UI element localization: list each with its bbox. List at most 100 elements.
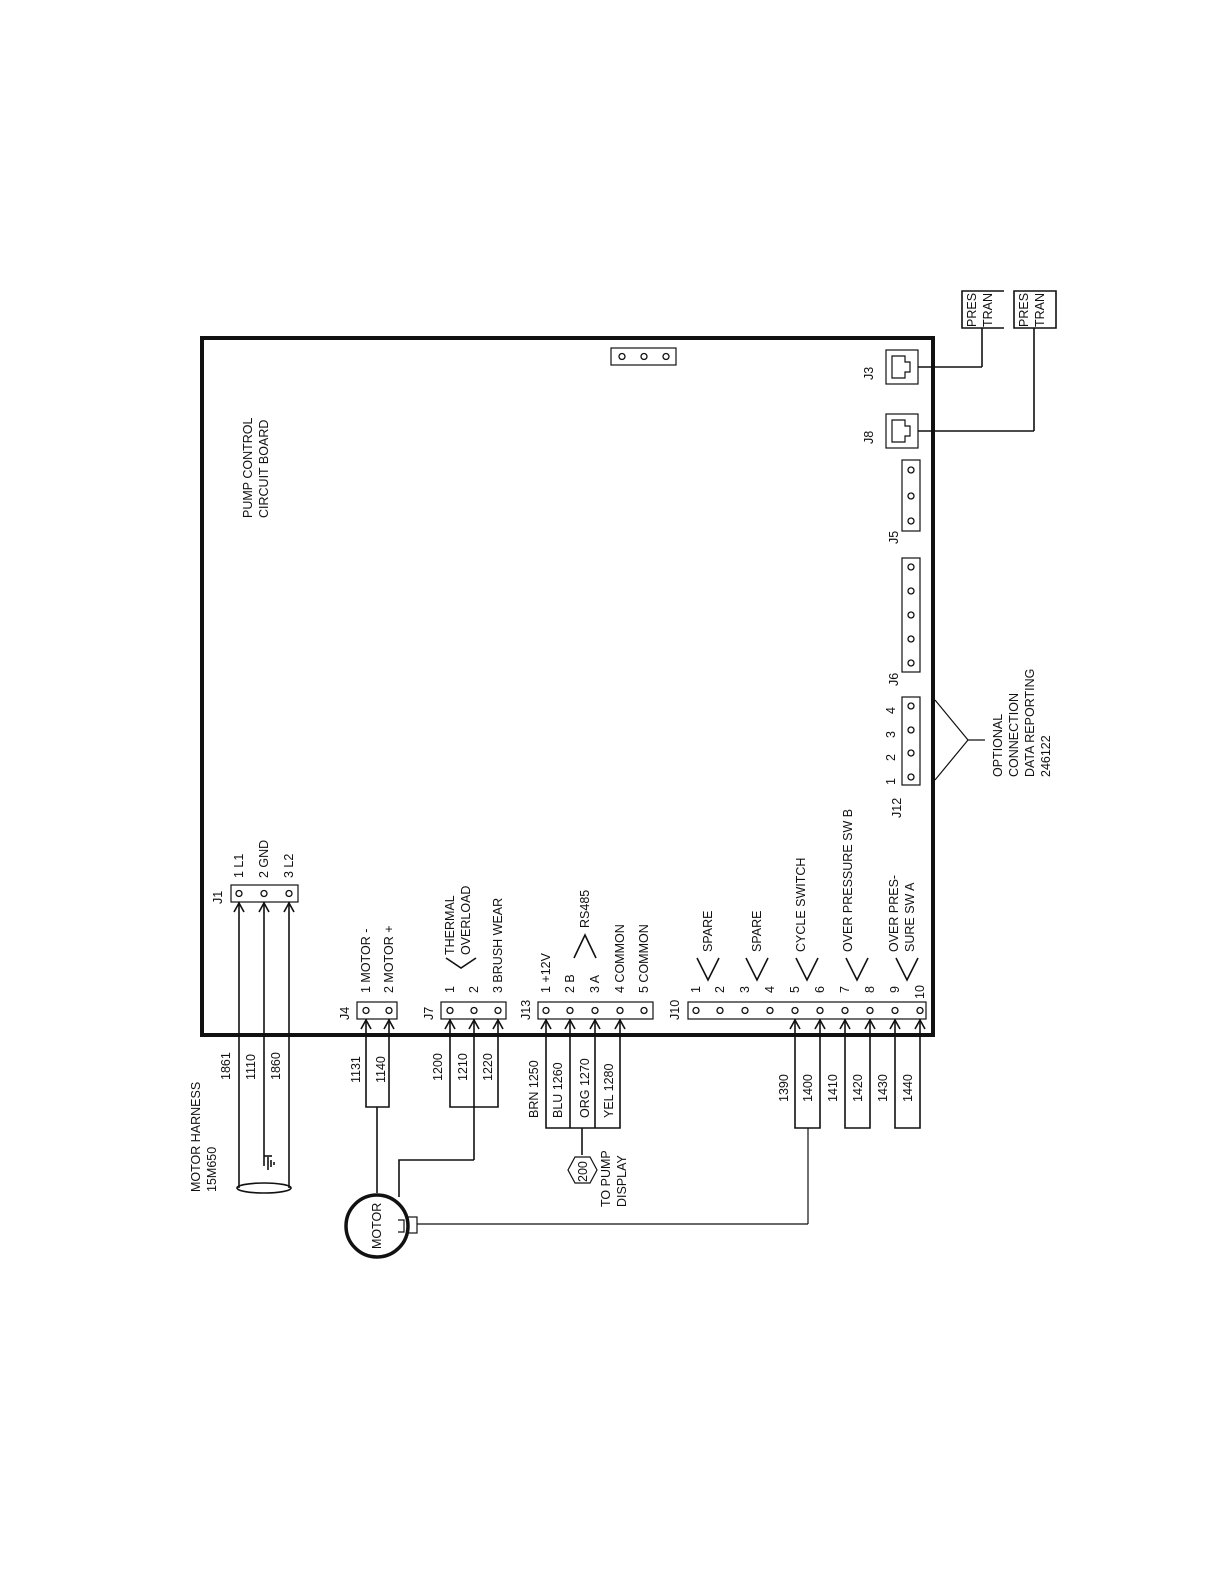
svg-text:1140: 1140: [374, 1056, 388, 1083]
j4-pin-2: 2 MOTOR +: [382, 926, 396, 994]
board-title: PUMP CONTROL CIRCUIT BOARD: [241, 417, 271, 518]
j10-pin-5: 5: [788, 986, 802, 993]
j10-pin-9: 9: [888, 986, 902, 993]
svg-text:1410: 1410: [826, 1074, 840, 1102]
connector-j10: J10 1 2 3 4 5 6 7 8 9 10 SPARE SPARE CYC…: [668, 809, 927, 1020]
svg-text:DISPLAY: DISPLAY: [615, 1154, 629, 1207]
connector-j12: J12 1 2 3 4: [884, 696, 921, 818]
svg-text:1400: 1400: [801, 1074, 815, 1102]
optional-connection-callout: OPTIONAL CONNECTION DATA REPORTING 24612…: [934, 669, 1053, 781]
connector-j1: J1 1 L1 2 GND 3 L2: [211, 840, 299, 904]
motor-harness-label: MOTOR HARNESS 15M650: [189, 1082, 219, 1192]
svg-text:1390: 1390: [777, 1074, 791, 1102]
thermal-overload-label: THERMAL OVERLOAD: [443, 886, 473, 955]
svg-text:OVERLOAD: OVERLOAD: [459, 886, 473, 955]
j10-pin-4: 4: [763, 986, 777, 993]
svg-text:1210: 1210: [456, 1053, 470, 1081]
j10-pin-3: 3: [738, 986, 752, 993]
connector-j6: J6: [887, 557, 921, 686]
svg-text:1861: 1861: [219, 1052, 233, 1080]
wires-j13: BRN 1250 BLU 1260 ORG 1270 YEL 1280: [527, 1018, 626, 1155]
j10-pin-7: 7: [838, 986, 852, 993]
j7-pin-2: 2: [467, 986, 481, 993]
svg-text:SURE SW A: SURE SW A: [903, 882, 917, 952]
j1-pin-2: 2 GND: [257, 840, 271, 878]
svg-text:1110: 1110: [244, 1054, 258, 1080]
svg-text:J6: J6: [887, 673, 901, 686]
j13-pin-4: 4 COMMON: [613, 924, 627, 993]
svg-text:J4: J4: [338, 1007, 352, 1020]
j13-pin-2: 2 B: [563, 974, 577, 993]
j13-pin-5: 5 COMMON: [637, 924, 651, 993]
svg-text:1200: 1200: [431, 1053, 445, 1081]
svg-text:1430: 1430: [876, 1074, 890, 1102]
j10-pin-2: 2: [713, 986, 727, 993]
svg-text:TO PUMP: TO PUMP: [599, 1150, 613, 1207]
svg-text:OVER PRES-: OVER PRES-: [887, 875, 901, 952]
svg-text:CIRCUIT BOARD: CIRCUIT BOARD: [257, 420, 271, 518]
svg-text:1: 1: [884, 778, 898, 785]
svg-text:J8: J8: [862, 431, 876, 444]
wires-j10: 1390 1400 1410 1420 1430 1440: [777, 1018, 926, 1224]
over-pressure-sw-b-label: OVER PRESSURE SW B: [841, 809, 855, 952]
cycle-switch-label: CYCLE SWITCH: [794, 858, 808, 952]
j10-pin-1: 1: [689, 986, 703, 993]
connector-j3: J3: [862, 328, 983, 385]
svg-text:J1: J1: [211, 891, 225, 904]
svg-text:2: 2: [884, 754, 898, 761]
svg-text:MOTOR HARNESS: MOTOR HARNESS: [189, 1082, 203, 1192]
connector-j5: J5: [887, 459, 921, 544]
pressure-transducer-bottom: PRES TRAN: [1013, 290, 1057, 329]
svg-text:THERMAL: THERMAL: [443, 895, 457, 955]
svg-text:1420: 1420: [851, 1074, 865, 1102]
svg-text:YEL 1280: YEL 1280: [602, 1064, 616, 1118]
svg-text:1440: 1440: [901, 1074, 915, 1102]
j1-pin-1: 1 L1: [232, 854, 246, 878]
spare-label-2: SPARE: [750, 911, 764, 952]
motor-label: MOTOR: [370, 1203, 384, 1249]
j10-pin-6: 6: [813, 986, 827, 993]
j13-pin-1: 1 +12V: [539, 952, 553, 993]
svg-text:15M650: 15M650: [205, 1147, 219, 1192]
rs485-label: RS485: [578, 890, 592, 928]
wires-j7: 1200 1210 1220: [398, 1018, 504, 1197]
svg-text:1131: 1131: [349, 1056, 363, 1083]
svg-text:J12: J12: [890, 798, 904, 818]
j10-pin-8: 8: [863, 986, 877, 993]
j7-pin-1: 1: [443, 986, 457, 993]
svg-text:J13: J13: [519, 1000, 533, 1020]
motor-symbol: MOTOR: [344, 1193, 808, 1259]
svg-text:ORG 1270: ORG 1270: [578, 1058, 592, 1118]
svg-text:CONNECTION: CONNECTION: [1007, 693, 1021, 777]
svg-text:PRES: PRES: [1017, 293, 1031, 327]
wires-j1: [233, 901, 295, 1194]
svg-text:J10: J10: [668, 1000, 682, 1020]
connector-j4: J4 1 MOTOR - 2 MOTOR +: [338, 926, 398, 1020]
svg-text:DATA REPORTING: DATA REPORTING: [1023, 669, 1037, 777]
svg-text:PRES: PRES: [965, 293, 979, 327]
display-badge: 200: [576, 1161, 590, 1182]
svg-text:3: 3: [884, 731, 898, 738]
wires-j4: 1131 1140: [349, 1018, 395, 1193]
svg-text:PUMP CONTROL: PUMP CONTROL: [241, 417, 255, 518]
j13-pin-3: 3 A: [588, 974, 602, 993]
pressure-transducer-top: PRES TRAN: [961, 290, 1004, 329]
svg-text:1220: 1220: [481, 1053, 495, 1081]
svg-text:TRAN: TRAN: [981, 293, 995, 327]
svg-text:BRN 1250: BRN 1250: [527, 1060, 541, 1118]
connector-j8: J8: [862, 328, 1035, 449]
svg-text:J5: J5: [887, 531, 901, 544]
j7-pin-3: 3 BRUSH WEAR: [491, 898, 505, 993]
wire-labels-j1: 1861 1110 1860: [219, 1052, 283, 1080]
svg-text:TRAN: TRAN: [1033, 293, 1047, 327]
header-3pin-top: [610, 347, 677, 366]
svg-text:BLU 1260: BLU 1260: [551, 1062, 565, 1118]
spare-label-1: SPARE: [701, 911, 715, 952]
svg-text:4: 4: [884, 707, 898, 714]
j1-pin-3: 3 L2: [282, 854, 296, 878]
over-pressure-sw-a-label: OVER PRES- SURE SW A: [887, 875, 917, 952]
j4-pin-1: 1 MOTOR -: [359, 929, 373, 993]
svg-text:246122: 246122: [1039, 735, 1053, 777]
pump-control-board-outline: [200, 336, 935, 1037]
